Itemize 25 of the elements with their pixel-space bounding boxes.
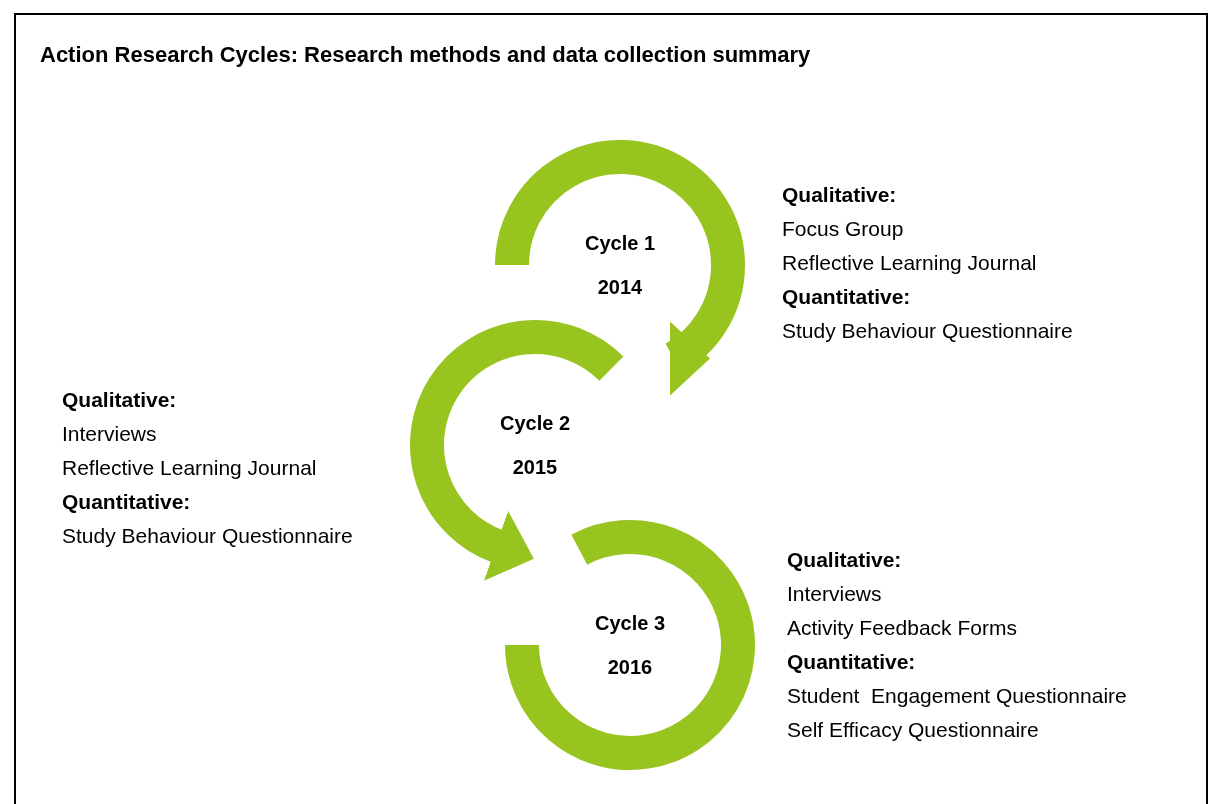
method-heading: Quantitative: bbox=[62, 489, 192, 515]
cycle-label: Cycle 1 bbox=[584, 231, 656, 256]
method-heading: Quantitative: bbox=[782, 284, 912, 310]
method-item: Interviews bbox=[62, 421, 158, 447]
method-item: Focus Group bbox=[782, 216, 905, 242]
year-label: 2015 bbox=[512, 455, 558, 480]
method-item: Study Behaviour Questionnaire bbox=[782, 318, 1073, 344]
method-heading: Quantitative: bbox=[787, 649, 917, 675]
method-item: Activity Feedback Forms bbox=[787, 615, 1018, 641]
method-heading: Qualitative: bbox=[787, 547, 903, 573]
cycle-label: Cycle 3 bbox=[594, 611, 666, 636]
method-item: Self Efficacy Questionnaire bbox=[787, 717, 1040, 743]
method-item: Reflective Learning Journal bbox=[62, 455, 318, 481]
diagram-title: Action Research Cycles: Research methods and data collection summary bbox=[40, 41, 811, 69]
cycle-arrow bbox=[483, 510, 534, 581]
method-item: Student Engagement Questionnaire bbox=[787, 683, 1127, 709]
year-label: 2016 bbox=[607, 655, 653, 680]
cycle-ring bbox=[505, 520, 755, 770]
method-heading: Qualitative: bbox=[62, 387, 178, 413]
method-item: Interviews bbox=[787, 581, 883, 607]
method-heading: Qualitative: bbox=[782, 182, 898, 208]
cycle-label: Cycle 2 bbox=[499, 411, 571, 436]
method-item: Study Behaviour Questionnaire bbox=[62, 523, 353, 549]
year-label: 2014 bbox=[597, 275, 643, 300]
method-item: Reflective Learning Journal bbox=[782, 250, 1038, 276]
